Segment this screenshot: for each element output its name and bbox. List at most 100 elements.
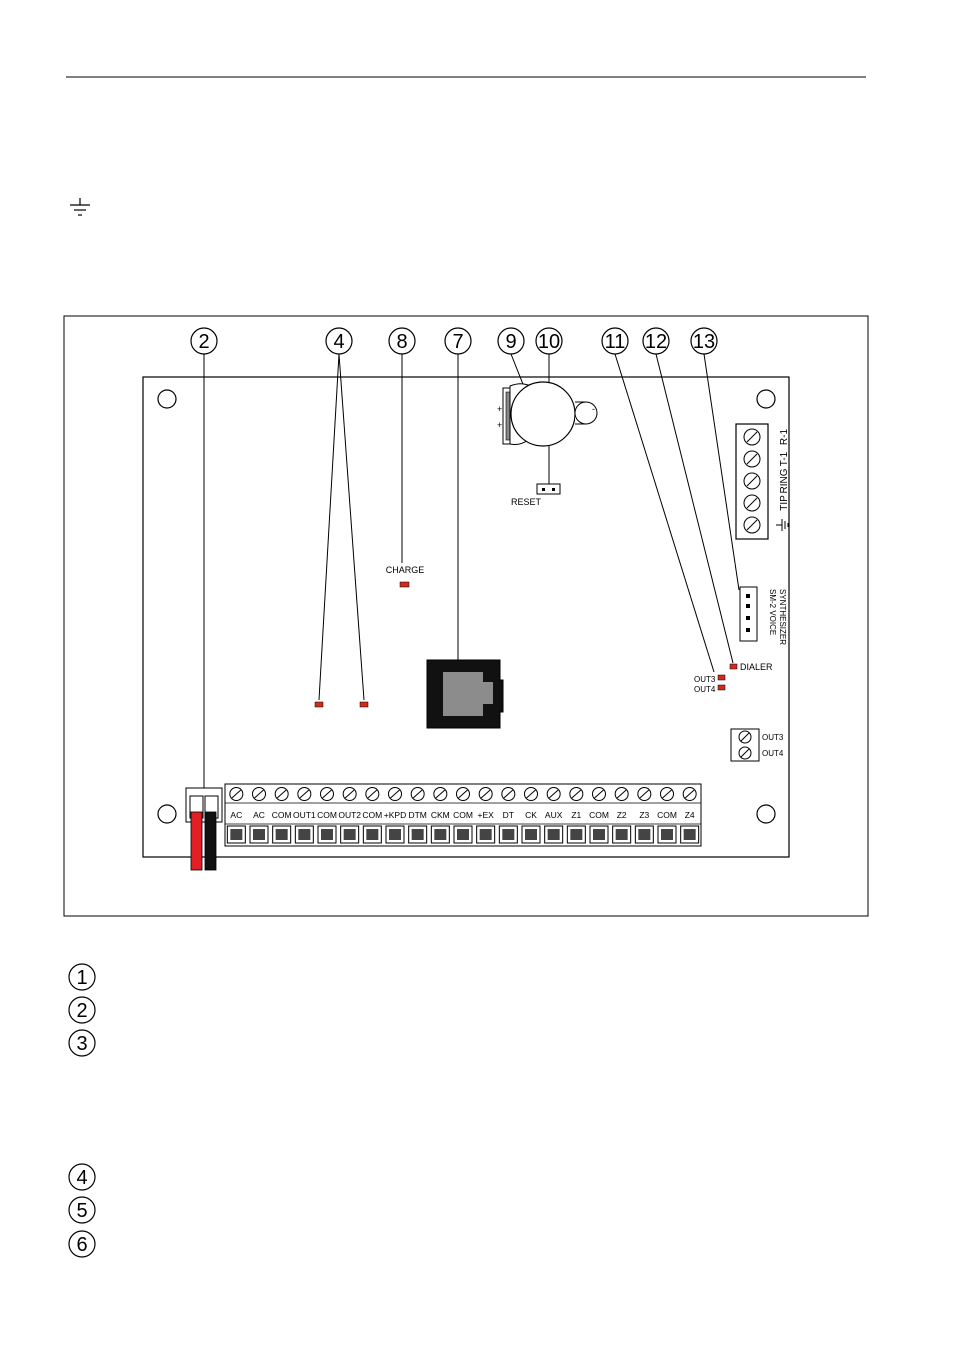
out3-led bbox=[717, 674, 726, 681]
terminal-z1: Z1 bbox=[566, 787, 586, 844]
terminal-com: COM bbox=[657, 787, 677, 844]
battery-plus-sign: + bbox=[497, 420, 502, 430]
reset-jumper bbox=[536, 483, 561, 495]
terminal-dtm: DTM bbox=[408, 787, 428, 844]
terminal-label: COM bbox=[657, 810, 677, 820]
terminal-com: COM bbox=[362, 787, 382, 844]
terminal-ac: AC bbox=[249, 787, 269, 844]
legend-number: 6 bbox=[76, 1234, 87, 1256]
terminal-aux: AUX bbox=[544, 787, 564, 844]
terminal-label: +KPD bbox=[384, 810, 406, 820]
voice-module-label: SM-2 VOICE bbox=[768, 589, 777, 635]
voice-module-connector bbox=[739, 586, 758, 642]
figure-frame bbox=[63, 315, 869, 917]
callout-number: 12 bbox=[645, 331, 667, 353]
terminal-label: COM bbox=[362, 810, 382, 820]
out3-terminal-label: OUT3 bbox=[762, 733, 784, 742]
terminal-z2: Z2 bbox=[612, 787, 632, 844]
callout-number: 8 bbox=[396, 331, 407, 353]
ground-icon bbox=[776, 519, 789, 531]
callout-4: 4 bbox=[325, 327, 353, 355]
terminal-ex: +EX bbox=[476, 787, 496, 844]
callout-number: 11 bbox=[605, 331, 626, 353]
callout-number: 13 bbox=[693, 331, 715, 353]
phone-terminal-label: TIP bbox=[779, 495, 790, 511]
black-wire bbox=[204, 811, 217, 871]
legend-item-3: 3 bbox=[68, 1029, 96, 1057]
callout-leaders bbox=[203, 353, 740, 808]
terminal-com: COM bbox=[317, 787, 337, 844]
mounting-holes bbox=[157, 389, 776, 824]
legend-number: 3 bbox=[76, 1033, 87, 1055]
terminal-com: COM bbox=[272, 787, 292, 844]
battery-holder: + + - bbox=[497, 381, 598, 447]
terminal-label: DTM bbox=[408, 810, 426, 820]
terminal-label: DT bbox=[503, 810, 514, 820]
phone-terminal-label: RING bbox=[779, 468, 790, 493]
dialer-led bbox=[729, 663, 738, 670]
legend-number: 5 bbox=[76, 1200, 87, 1222]
terminal-label: CK bbox=[525, 810, 537, 820]
legend-number: 2 bbox=[76, 1000, 87, 1022]
callout-number: 10 bbox=[538, 331, 560, 353]
callout-10: 10 bbox=[535, 327, 563, 355]
callout-7: 7 bbox=[444, 327, 472, 355]
voice-module-label: SYNTHESIZER bbox=[778, 589, 787, 645]
mounting-hole bbox=[157, 804, 177, 824]
callout-number: 4 bbox=[333, 331, 344, 353]
terminal-label: AC bbox=[253, 810, 265, 820]
terminal-com: COM bbox=[453, 787, 473, 844]
legend-number: 4 bbox=[76, 1167, 87, 1189]
mounting-hole bbox=[756, 389, 776, 409]
terminal-ck: CK bbox=[521, 787, 541, 844]
reset-label: RESET bbox=[511, 497, 542, 507]
terminal-label: CKM bbox=[431, 810, 450, 820]
battery-minus-sign: - bbox=[592, 404, 595, 414]
status-led bbox=[314, 701, 324, 708]
terminal-label: AC bbox=[230, 810, 242, 820]
terminal-label: Z2 bbox=[617, 810, 627, 820]
legend-item-4: 4 bbox=[68, 1163, 96, 1191]
terminal-label: +EX bbox=[478, 810, 495, 820]
rj-jack bbox=[426, 659, 504, 729]
terminal-ac: AC bbox=[226, 787, 246, 844]
terminal-kpd: +KPD bbox=[384, 787, 406, 844]
callout-12: 12 bbox=[642, 327, 670, 355]
mounting-hole bbox=[756, 804, 776, 824]
out4-led-label: OUT4 bbox=[694, 685, 716, 694]
terminal-ckm: CKM bbox=[430, 787, 450, 844]
battery-plus-sign: + bbox=[497, 404, 502, 414]
terminal-label: Z4 bbox=[685, 810, 695, 820]
terminal-out2: OUT2 bbox=[338, 787, 361, 844]
legend-item-1: 1 bbox=[68, 963, 96, 991]
terminal-z3: Z3 bbox=[634, 787, 654, 844]
callout-number: 7 bbox=[452, 331, 463, 353]
mounting-hole bbox=[157, 389, 177, 409]
legend-item-5: 5 bbox=[68, 1196, 96, 1224]
callout-number: 2 bbox=[198, 331, 209, 353]
callout-9: 9 bbox=[497, 327, 525, 355]
terminal-label: Z1 bbox=[571, 810, 581, 820]
terminal-out1: OUT1 bbox=[293, 787, 316, 844]
terminal-dt: DT bbox=[498, 787, 518, 844]
callout-8: 8 bbox=[388, 327, 416, 355]
terminal-label: COM bbox=[453, 810, 473, 820]
terminal-label: AUX bbox=[545, 810, 563, 820]
terminal-label: OUT1 bbox=[293, 810, 316, 820]
legend: 1 2 3 4 5 6 bbox=[68, 963, 96, 1258]
callout-2: 2 bbox=[190, 327, 218, 355]
charge-label: CHARGE bbox=[386, 565, 425, 575]
terminal-label: COM bbox=[589, 810, 609, 820]
battery-cell bbox=[510, 381, 576, 447]
out3-led-label: OUT3 bbox=[694, 675, 716, 684]
callout-13: 13 bbox=[690, 327, 718, 355]
out3-out4-terminal bbox=[730, 728, 760, 762]
terminal-com: COM bbox=[589, 787, 609, 844]
legend-item-2: 2 bbox=[68, 996, 96, 1024]
ground-icon bbox=[70, 198, 90, 216]
status-led bbox=[359, 701, 369, 708]
out4-terminal-label: OUT4 bbox=[762, 749, 784, 758]
